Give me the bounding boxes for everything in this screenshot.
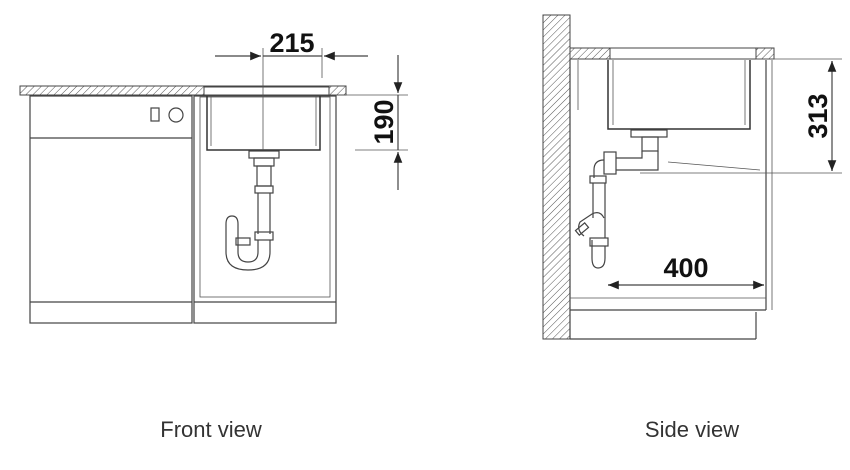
front-width-label: 215: [269, 28, 314, 58]
side-dim-depth: 400: [608, 253, 764, 290]
front-appliance-cabinet: [29, 95, 193, 324]
side-sink-rim: [609, 47, 757, 60]
side-view: 313 400 Side view: [542, 14, 842, 442]
front-dim-height: 190: [330, 55, 408, 190]
front-worktop: [19, 85, 347, 96]
side-sink-bowl: [607, 60, 751, 130]
side-height-label: 313: [803, 93, 833, 138]
front-sink-cabinet: [193, 95, 337, 324]
side-dim-height: 313: [640, 58, 842, 174]
front-view: 215 190 Front view: [19, 28, 408, 442]
front-sink-rim: [203, 86, 330, 96]
side-wall: [542, 14, 571, 340]
front-height-label: 190: [369, 99, 399, 144]
front-sink-bowl: [206, 96, 321, 151]
control-button-icon: [150, 107, 160, 122]
side-view-caption: Side view: [645, 417, 739, 442]
front-siphon: [225, 150, 280, 271]
side-cabinet: [569, 59, 773, 340]
side-siphon: [574, 129, 761, 269]
control-knob-icon: [168, 107, 184, 123]
front-view-caption: Front view: [160, 417, 262, 442]
front-dim-width: 215: [215, 28, 368, 150]
side-depth-label: 400: [663, 253, 708, 283]
